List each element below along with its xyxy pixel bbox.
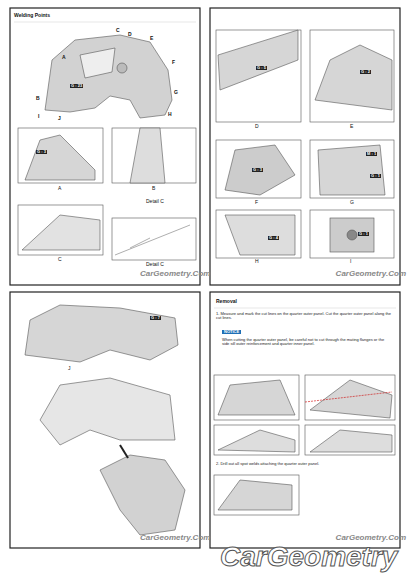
watermark: CarGeometry.Com	[140, 534, 210, 543]
view-caption: A	[58, 186, 61, 192]
weld-count-badge: G : 4	[268, 236, 279, 240]
weld-count-badge: G : 23	[70, 84, 83, 88]
weld-count-badge: G : 1	[370, 174, 381, 178]
view-caption: G	[350, 200, 354, 206]
view-caption: D	[255, 124, 259, 130]
view-caption: H	[255, 259, 259, 265]
view-caption: E	[350, 124, 353, 130]
notice-tag: NOTICE	[222, 330, 241, 334]
weld-count-badge: M : 1	[366, 152, 377, 156]
callout-letter: I	[38, 114, 39, 120]
weld-count-badge: G : 3	[36, 150, 47, 154]
watermark: CarGeometry.Com	[336, 270, 406, 279]
instruction-text: When cutting the quarter outer panel, be…	[222, 338, 392, 347]
callout-letter: B	[36, 96, 40, 102]
callout-letter: J	[58, 116, 61, 122]
view-caption: F	[255, 200, 258, 206]
callout-letter: A	[62, 55, 66, 61]
view-caption: Detail C	[146, 262, 164, 268]
callout-letter: G	[174, 90, 178, 96]
view-caption: C	[58, 257, 62, 263]
view-caption: I	[350, 259, 351, 265]
view-caption: J	[68, 366, 71, 372]
watermark: CarGeometry	[220, 542, 397, 573]
callout-letter: H	[168, 112, 172, 118]
view-caption: B	[152, 186, 155, 192]
weld-count-badge: G : 7	[150, 316, 161, 320]
section-heading: Removal	[216, 299, 237, 305]
page-heading: Welding Points	[14, 13, 50, 19]
callout-letter: D	[128, 32, 132, 38]
weld-count-badge: G : 5	[256, 66, 267, 70]
instruction-text: 1. Measure and mark the cut lines on the…	[216, 312, 394, 321]
weld-count-badge: G : 2	[360, 70, 371, 74]
weld-count-badge: G : 1	[358, 232, 369, 236]
callout-letter: C	[116, 28, 120, 34]
callout-letter: F	[172, 60, 175, 66]
view-caption: Detail C	[146, 199, 164, 205]
weld-count-badge: G : 3	[252, 168, 263, 172]
watermark: CarGeometry.Com	[140, 270, 210, 279]
instruction-text: 2. Drill out all spot welds attaching th…	[216, 462, 394, 466]
callout-letter: E	[150, 36, 153, 42]
